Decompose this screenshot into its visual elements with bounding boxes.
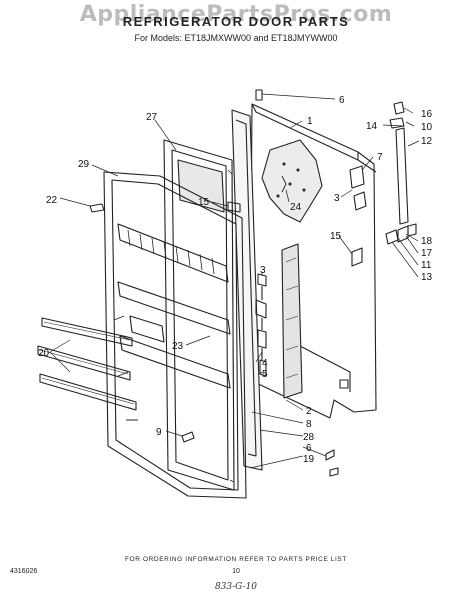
callout-22: 22 (46, 195, 58, 206)
callout-4: 4 (262, 358, 268, 369)
callout-18: 18 (421, 236, 433, 247)
callout-17: 17 (421, 248, 433, 259)
callout-12: 12 (421, 136, 433, 147)
callout-15-right: 15 (330, 231, 342, 242)
callout-1: 1 (307, 116, 313, 127)
callout-6-top: 6 (339, 95, 345, 106)
inner-door-liner (103, 171, 247, 499)
door-shelf-bars (37, 317, 137, 411)
callout-28: 28 (303, 432, 315, 443)
callout-8: 8 (306, 419, 312, 430)
callout-3-center: 3 (260, 265, 266, 276)
callout-10: 10 (421, 122, 433, 133)
callout-19: 19 (303, 454, 315, 465)
callout-labels: 6 1 16 14 10 12 27 7 29 3 22 15 24 15 18… (38, 95, 433, 465)
callout-14: 14 (366, 121, 378, 132)
page-number: 10 (232, 568, 240, 575)
callout-20: 20 (38, 348, 50, 359)
callout-24: 24 (290, 202, 302, 213)
foam-insulation (261, 139, 323, 223)
screws (89, 89, 349, 477)
door-liner-frame (231, 109, 263, 471)
callout-2: 2 (306, 406, 312, 417)
hinge-bracket-parts (351, 223, 417, 267)
hinge-assembly (349, 101, 409, 225)
callout-13: 13 (421, 272, 433, 283)
callout-29: 29 (78, 159, 90, 170)
side-gasket-strip (281, 243, 303, 399)
page-title: REFRIGERATOR DOOR PARTS (122, 14, 350, 29)
callout-9: 9 (156, 427, 162, 438)
document-code: 4316026 (10, 568, 38, 575)
callout-11: 11 (421, 260, 432, 271)
model-subtitle: For Models: ET18JMXWW00 and ET18JMYWW00 (134, 33, 338, 43)
callout-16: 16 (421, 109, 433, 120)
watermark: AppliancePartsPros.com (79, 2, 393, 27)
callout-15-left: 15 (198, 197, 210, 208)
leader-lines (49, 93, 420, 469)
callout-27: 27 (146, 112, 158, 123)
handwritten-code: 833-G-10 (214, 582, 258, 592)
callout-23: 23 (172, 341, 184, 352)
outer-door-panel (249, 103, 377, 419)
callout-6-bottom: 6 (306, 443, 312, 454)
callout-5: 5 (262, 369, 268, 380)
ordering-footer-note: FOR ORDERING INFORMATION REFER TO PARTS … (125, 556, 347, 563)
callout-7: 7 (377, 152, 383, 163)
door-stop-hardware (255, 273, 267, 377)
callout-3-upper: 3 (334, 193, 340, 204)
